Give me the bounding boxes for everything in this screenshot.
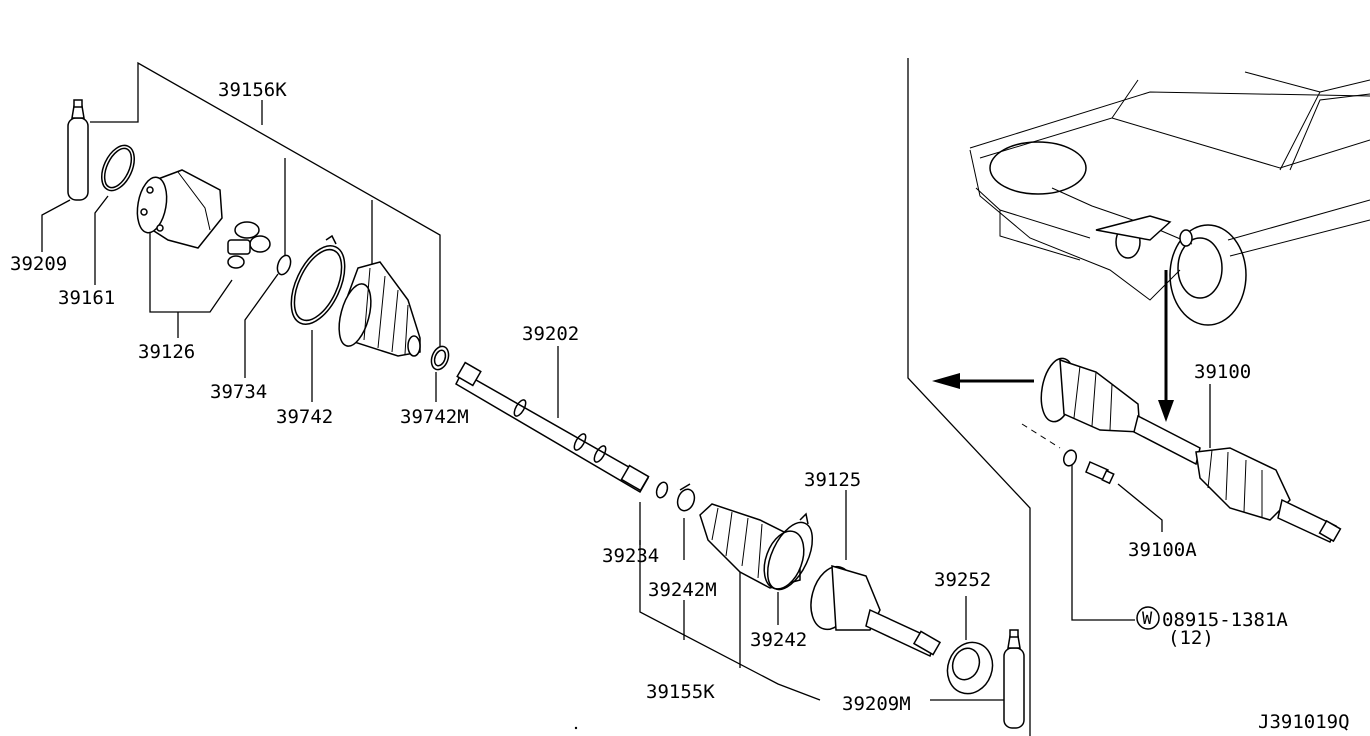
label-39155K: 39155K bbox=[646, 681, 715, 703]
label-39234: 39234 bbox=[602, 545, 659, 567]
boot-band-inner bbox=[290, 234, 346, 325]
outer-cv-joint bbox=[810, 564, 942, 658]
boot-band-outer-small bbox=[676, 483, 696, 512]
label-39156K: 39156K bbox=[218, 79, 287, 101]
label-39209M: 39209M bbox=[842, 693, 911, 715]
label-quantity: (12) bbox=[1168, 627, 1214, 649]
seal-ring bbox=[101, 144, 135, 192]
stray-dot bbox=[574, 726, 578, 730]
washer-symbol-letter: W bbox=[1142, 609, 1153, 629]
inner-boot bbox=[338, 261, 421, 357]
dust-seal bbox=[946, 641, 994, 695]
bolt bbox=[1085, 460, 1115, 485]
washer-symbol-icon bbox=[1136, 606, 1160, 630]
arrow-left-icon bbox=[932, 373, 1034, 389]
boot-band-small bbox=[430, 345, 450, 371]
washer bbox=[1062, 449, 1078, 467]
drive-shaft-assembly bbox=[1040, 357, 1342, 544]
circlip-39734 bbox=[276, 254, 292, 276]
label-39202: 39202 bbox=[522, 323, 579, 345]
label-39100A: 39100A bbox=[1128, 539, 1197, 561]
vehicle-illustration bbox=[969, 71, 1370, 326]
label-39209: 39209 bbox=[10, 253, 67, 275]
label-39742: 39742 bbox=[276, 406, 333, 428]
leader-lines bbox=[41, 58, 1211, 736]
label-39100: 39100 bbox=[1194, 361, 1251, 383]
label-39161: 39161 bbox=[58, 287, 115, 309]
tripod-joint bbox=[227, 221, 271, 269]
label-39242: 39242 bbox=[750, 629, 807, 651]
joint-housing bbox=[136, 169, 223, 249]
outer-boot bbox=[699, 503, 805, 590]
drive-shaft bbox=[455, 361, 650, 494]
label-39125: 39125 bbox=[804, 469, 861, 491]
arrow-down-icon bbox=[1158, 270, 1174, 422]
label-39242M: 39242M bbox=[648, 579, 717, 601]
label-39742M: 39742M bbox=[400, 406, 469, 428]
label-08915-1381A: 08915-1381A bbox=[1162, 609, 1288, 631]
diagram-id: J391019Q bbox=[1258, 711, 1350, 733]
circlip-39234 bbox=[655, 481, 669, 499]
grease-tube-right bbox=[1003, 629, 1025, 729]
grease-tube-left bbox=[67, 99, 89, 201]
callout-labels: 39209 39161 39126 39156K 39734 39742 397… bbox=[10, 79, 1350, 733]
boot-band-outer bbox=[766, 512, 814, 591]
label-39252: 39252 bbox=[934, 569, 991, 591]
label-39126: 39126 bbox=[138, 341, 195, 363]
label-39734: 39734 bbox=[210, 381, 267, 403]
